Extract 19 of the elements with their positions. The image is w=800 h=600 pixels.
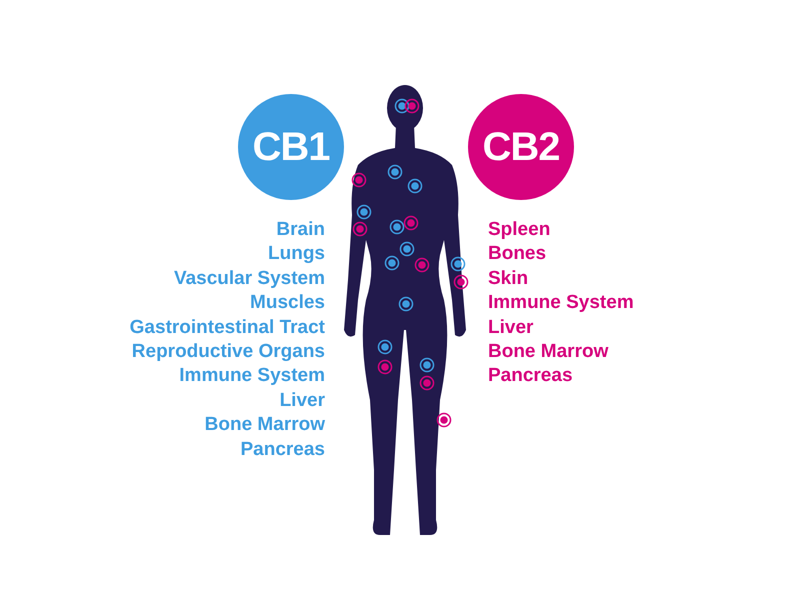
organ-label: Liver — [488, 316, 534, 340]
receptor-circle: CB1 — [238, 94, 344, 200]
organ-label: Brain — [276, 218, 325, 242]
organ-label: Lungs — [268, 242, 325, 266]
receptor-circle: CB2 — [468, 94, 574, 200]
organ-label: Skin — [488, 266, 528, 291]
organ-label: Bones — [488, 242, 546, 266]
organ-label: Vascular System — [174, 266, 325, 291]
organ-label: Bone Marrow — [204, 413, 325, 438]
organ-label: Gastrointestinal Tract — [130, 316, 325, 340]
organ-label: Immune System — [488, 291, 634, 316]
organ-label: Immune System — [179, 364, 325, 388]
organ-label: Muscles — [250, 291, 325, 316]
organ-label: Liver — [280, 388, 325, 413]
organ-label: Pancreas — [240, 438, 325, 462]
organ-label: Reproductive Organs — [132, 340, 325, 364]
organ-label: Bone Marrow — [488, 340, 608, 364]
organ-label: Pancreas — [488, 364, 573, 388]
organ-label: Spleen — [488, 218, 550, 242]
